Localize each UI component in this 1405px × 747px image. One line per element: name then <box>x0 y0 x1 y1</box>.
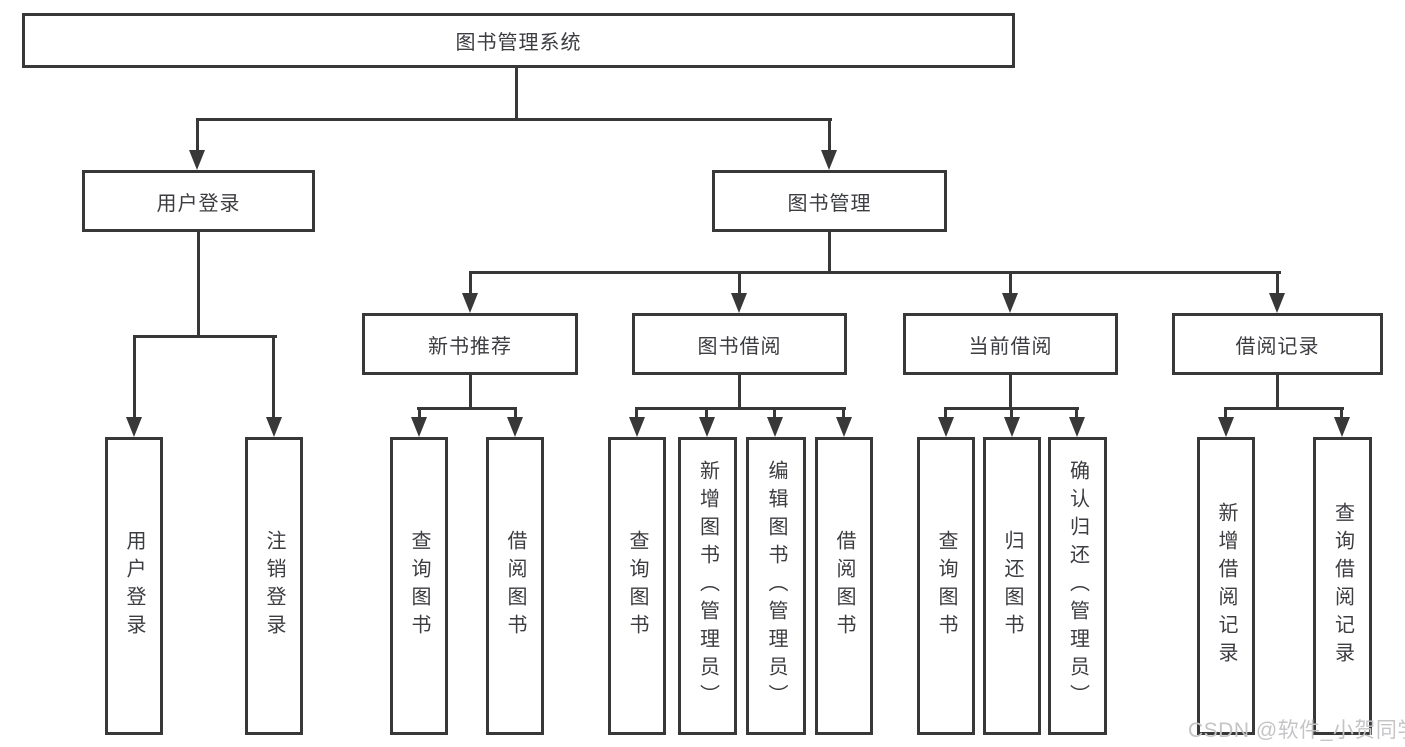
connector-vline <box>515 68 518 121</box>
connector-vline <box>469 271 472 293</box>
node-query-borrow-record: 查询借阅记录 <box>1313 437 1372 735</box>
connector-vline <box>514 407 517 417</box>
node-borrow-books-recommend: 借阅图书 <box>486 437 544 735</box>
arrow-down-icon <box>1334 417 1350 437</box>
connector-vline <box>1010 407 1013 417</box>
arrow-down-icon <box>126 417 142 437</box>
node-new-book-recommend-label: 新书推荐 <box>428 335 512 358</box>
node-user-login-label: 用户登录 <box>123 530 145 642</box>
connector-hline <box>196 118 832 121</box>
connector-vline <box>842 407 845 417</box>
node-library-system-label: 图书管理系统 <box>455 32 582 54</box>
connector-vline <box>133 335 136 417</box>
connector-vline <box>1009 271 1012 293</box>
node-add-borrow-record: 新增借阅记录 <box>1197 437 1255 735</box>
arrow-down-icon <box>938 417 954 437</box>
connector-vline <box>1009 375 1012 410</box>
connector-vline <box>1276 375 1279 410</box>
connector-vline <box>1340 407 1343 417</box>
arrow-down-icon <box>266 417 282 437</box>
connector-vline <box>469 375 472 410</box>
node-book-borrow: 图书借阅 <box>632 313 847 375</box>
connector-hline <box>417 407 517 410</box>
arrow-down-icon <box>462 293 478 313</box>
node-add-book-admin-label: 新增图书（管理员） <box>696 460 719 712</box>
arrow-down-icon <box>1004 417 1020 437</box>
node-logout: 注销登录 <box>245 437 303 735</box>
connector-hline <box>133 335 277 338</box>
node-query-books-borrow-label: 查询图书 <box>626 530 648 642</box>
arrow-down-icon <box>731 293 747 313</box>
connector-vline <box>418 407 421 417</box>
node-borrow-records: 借阅记录 <box>1172 313 1383 375</box>
connector-vline <box>196 118 199 152</box>
node-new-book-recommend: 新书推荐 <box>362 313 578 375</box>
arrow-down-icon <box>767 417 783 437</box>
connector-vline <box>738 375 741 410</box>
node-return-book-label: 归还图书 <box>1001 530 1023 642</box>
arrow-down-icon <box>507 417 523 437</box>
arrow-down-icon <box>1069 417 1085 437</box>
arrow-down-icon <box>836 417 852 437</box>
watermark: CSDN @软件_小贺同学 <box>1188 719 1405 742</box>
node-logout-label: 注销登录 <box>263 530 285 642</box>
node-book-management-label: 图书管理 <box>787 192 872 215</box>
arrow-down-icon <box>1269 293 1285 313</box>
connector-hline <box>469 271 1281 274</box>
connector-hline <box>635 407 846 410</box>
connector-vline <box>1075 407 1078 417</box>
connector-vline <box>705 407 708 417</box>
node-return-book: 归还图书 <box>983 437 1041 735</box>
node-library-system: 图书管理系统 <box>22 13 1015 68</box>
node-borrow-books: 借阅图书 <box>815 437 873 735</box>
node-query-books-borrow: 查询图书 <box>608 437 666 735</box>
arrow-down-icon <box>699 417 715 437</box>
node-query-books-current: 查询图书 <box>917 437 975 735</box>
node-confirm-return-admin: 确认归还（管理员） <box>1048 437 1107 735</box>
node-query-books-recommend: 查询图书 <box>390 437 448 735</box>
connector-vline <box>944 407 947 417</box>
connector-vline <box>828 232 831 274</box>
node-confirm-return-admin-label: 确认归还（管理员） <box>1066 460 1089 712</box>
node-query-books-current-label: 查询图书 <box>935 530 957 642</box>
node-add-book-admin: 新增图书（管理员） <box>678 437 737 735</box>
connector-vline <box>773 407 776 417</box>
arrow-down-icon <box>189 150 205 170</box>
node-edit-book-admin-label: 编辑图书（管理员） <box>765 460 787 712</box>
arrow-down-icon <box>1002 293 1018 313</box>
connector-vline <box>272 335 275 417</box>
node-edit-book-admin: 编辑图书（管理员） <box>746 437 806 735</box>
node-current-borrow-label: 当前借阅 <box>968 335 1053 358</box>
arrow-down-icon <box>1218 417 1234 437</box>
connector-vline <box>1276 271 1279 293</box>
connector-vline <box>828 118 831 152</box>
node-borrow-records-label: 借阅记录 <box>1235 335 1320 358</box>
node-user-login-group: 用户登录 <box>82 170 315 232</box>
node-user-login-group-label: 用户登录 <box>156 192 241 215</box>
connector-vline <box>197 232 200 338</box>
arrow-down-icon <box>629 417 645 437</box>
node-query-books-recommend-label: 查询图书 <box>408 530 430 642</box>
connector-hline <box>1224 407 1344 410</box>
node-book-management: 图书管理 <box>712 170 947 232</box>
node-query-borrow-record-label: 查询借阅记录 <box>1331 502 1354 670</box>
node-current-borrow: 当前借阅 <box>903 313 1118 375</box>
node-add-borrow-record-label: 新增借阅记录 <box>1215 502 1237 670</box>
node-borrow-books-recommend-label: 借阅图书 <box>504 530 526 642</box>
connector-vline <box>1224 407 1227 417</box>
arrow-down-icon <box>411 417 427 437</box>
node-book-borrow-label: 图书借阅 <box>697 335 782 358</box>
node-user-login: 用户登录 <box>105 437 163 735</box>
node-borrow-books-label: 借阅图书 <box>833 530 855 642</box>
connector-vline <box>738 271 741 293</box>
arrow-down-icon <box>821 150 837 170</box>
connector-vline <box>635 407 638 417</box>
